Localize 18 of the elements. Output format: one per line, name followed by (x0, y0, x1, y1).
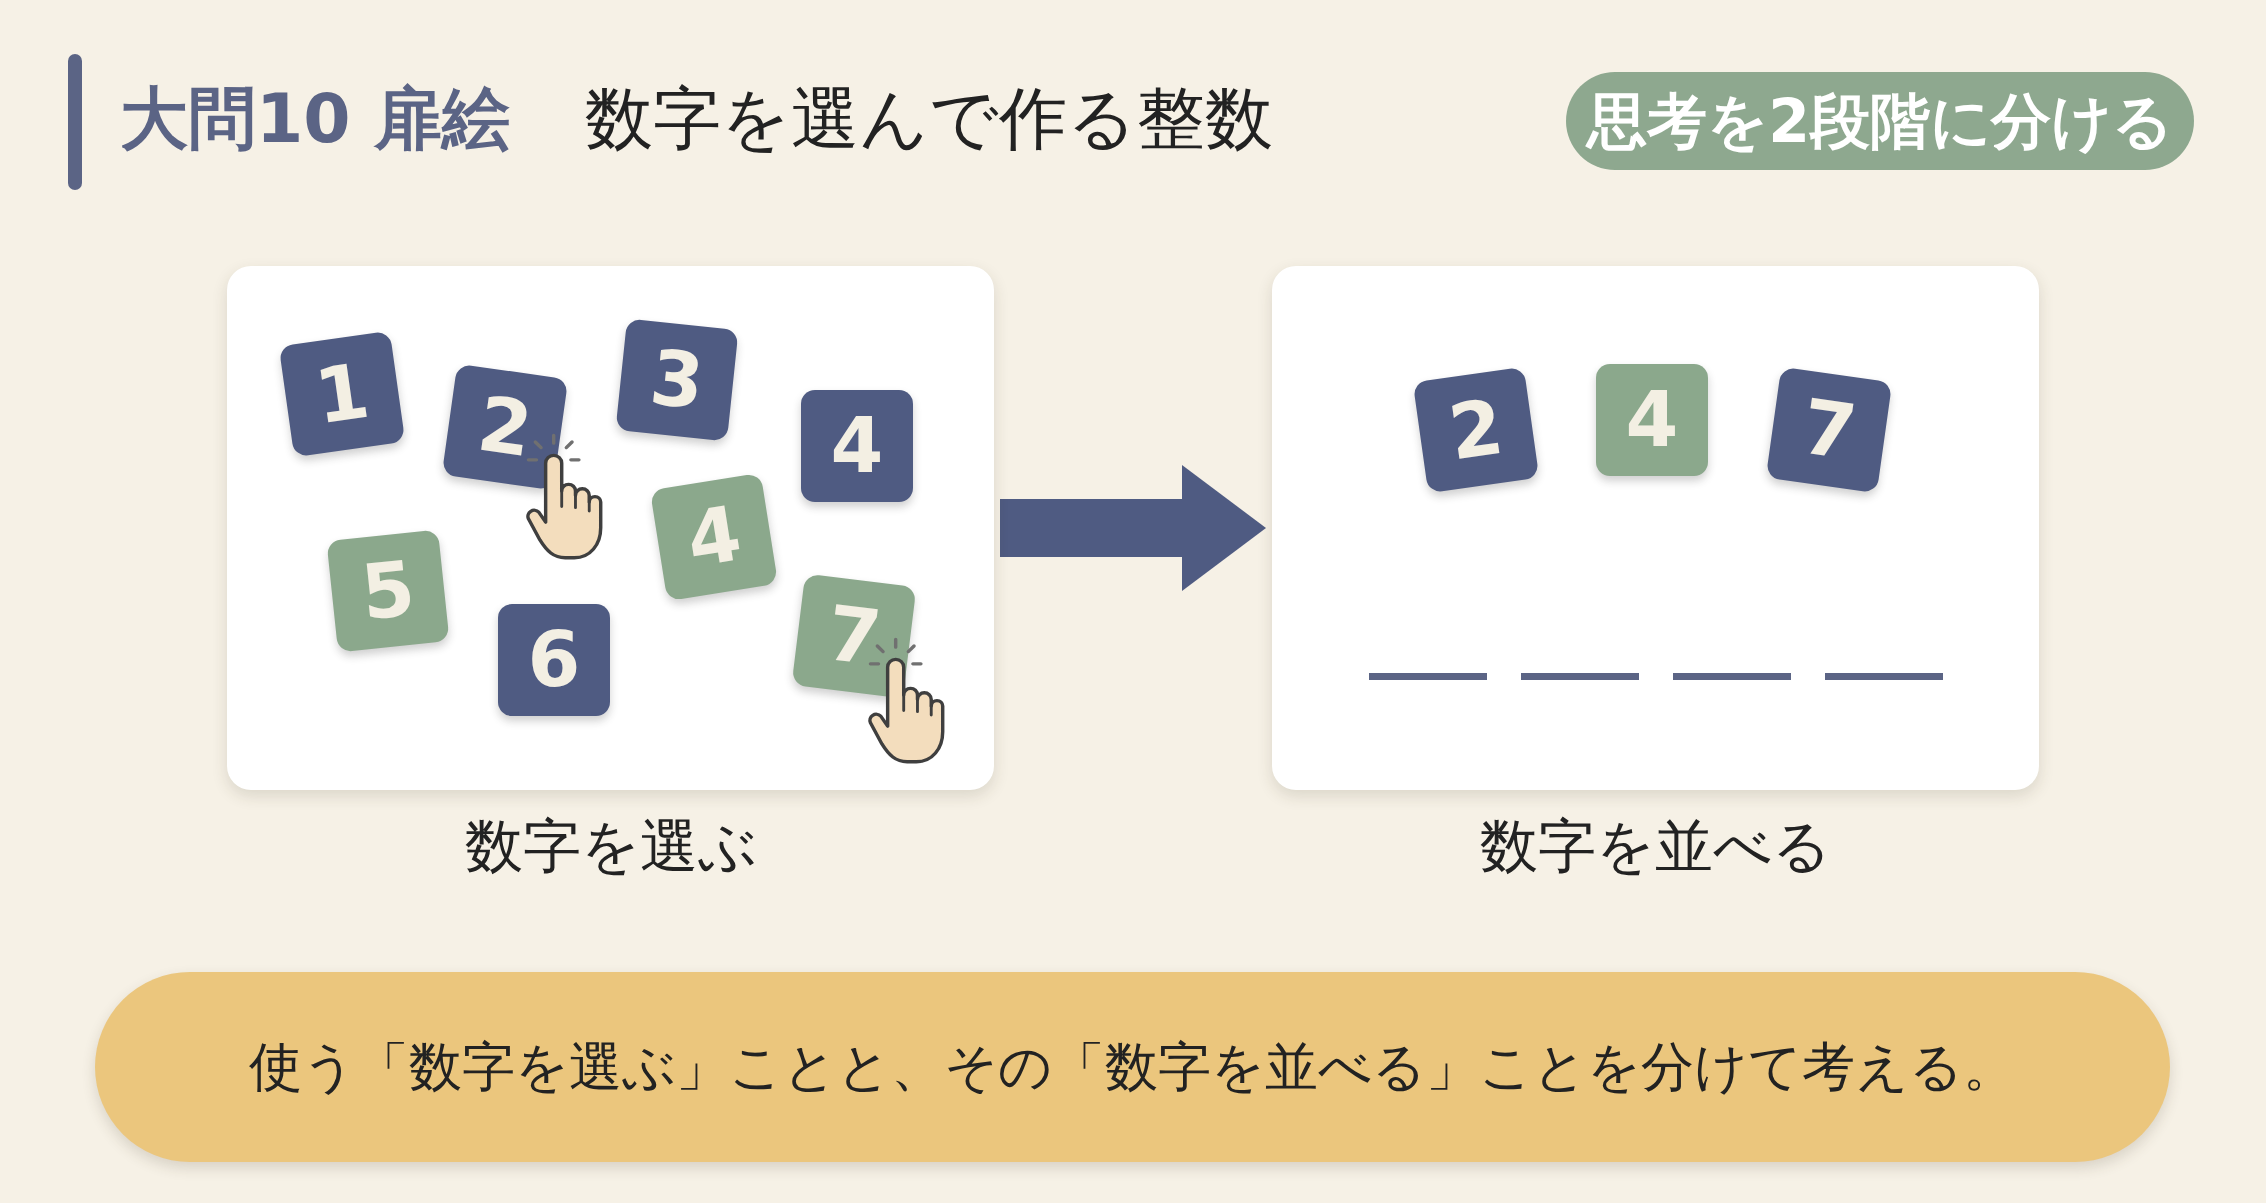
number-tile: 4 (649, 472, 779, 602)
number-tile: 1 (278, 330, 406, 458)
card-label: 数字を並べる (1480, 812, 1831, 882)
number-tile: 2 (1412, 366, 1540, 494)
card-label: 数字を選ぶ (464, 812, 757, 882)
section-heading: 大問10 扉絵 (120, 78, 511, 160)
number-tile: 6 (498, 604, 610, 716)
tag-pill: 思考を2段階に分ける (1566, 72, 2194, 170)
number-tile: 7 (791, 573, 917, 699)
number-tile: 4 (1596, 364, 1708, 476)
number-tile: 3 (615, 318, 739, 442)
summary-banner: 使う「数字を選ぶ」ことと、その「数字を並べる」ことを分けて考える。 (95, 972, 2170, 1162)
arrow (1000, 465, 1266, 591)
number-tile: 7 (1765, 366, 1893, 494)
number-tile: 4 (801, 390, 913, 502)
title: 数字を選んで作る整数 (585, 78, 1273, 160)
number-tile: 2 (441, 363, 569, 491)
number-tile: 5 (326, 529, 450, 653)
